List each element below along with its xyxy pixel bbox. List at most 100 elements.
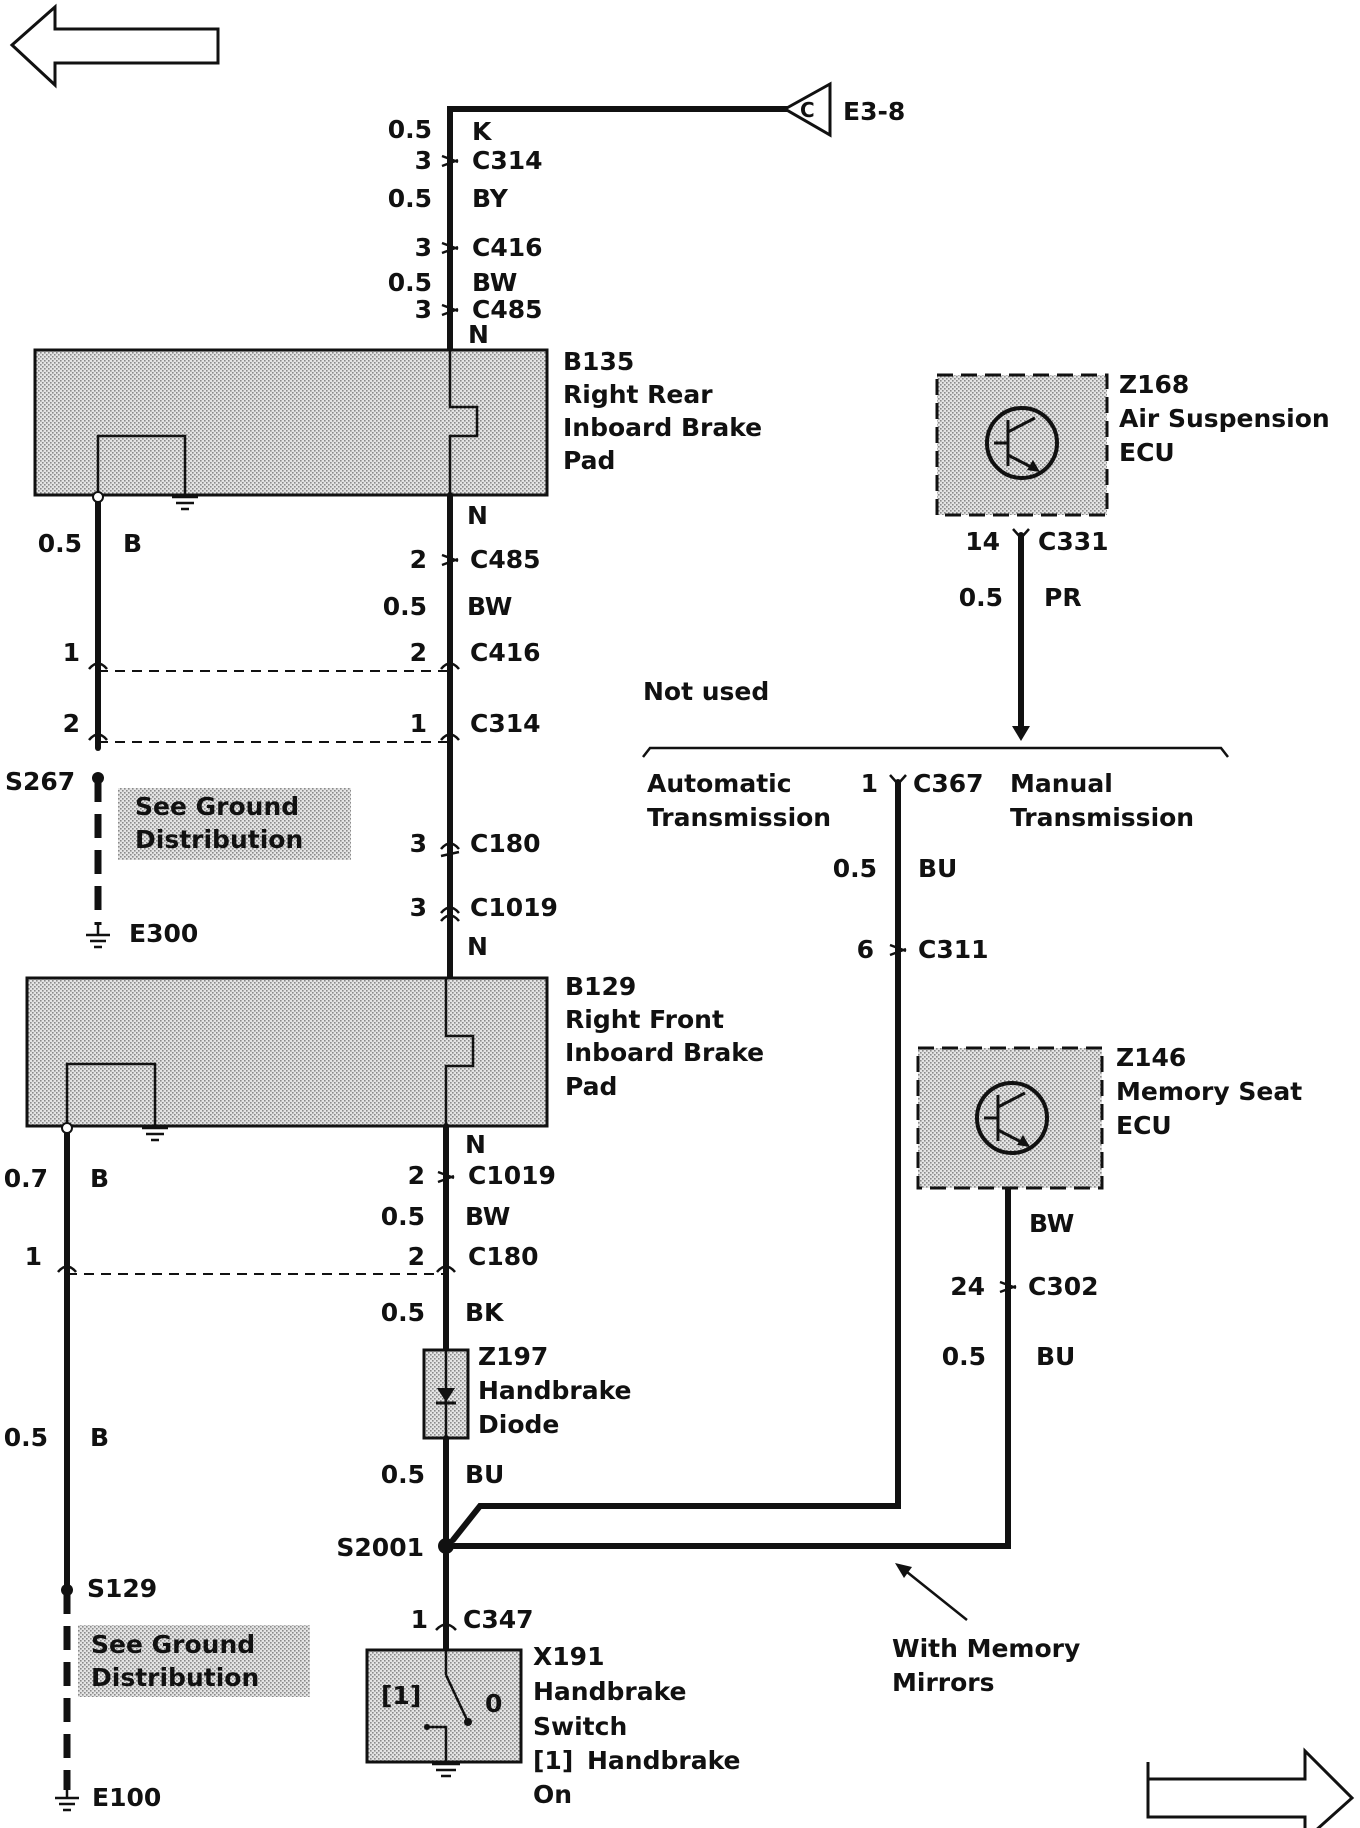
b135-internal-switch <box>448 350 479 495</box>
z168-component-box <box>935 373 1109 517</box>
diode-icon <box>436 1388 456 1405</box>
connector-label: C1019 <box>468 1161 556 1190</box>
pin-number: 6 <box>857 935 874 964</box>
option-bracket <box>642 746 1229 758</box>
connector-marker <box>441 303 459 317</box>
connector-label: C1019 <box>470 893 558 922</box>
b129-internal-switch <box>444 978 475 1126</box>
pin-number: 3 <box>415 295 432 324</box>
pin-number: 14 <box>965 527 1000 556</box>
pin-number: 1 <box>25 1242 42 1271</box>
manual-trans-line2: Transmission <box>1010 803 1194 832</box>
pin-number: 2 <box>408 1242 425 1271</box>
splice-dot <box>61 1584 73 1596</box>
connector-marker <box>440 662 460 670</box>
transmission-wire <box>450 779 901 1543</box>
z146-name-line2: ECU <box>1116 1111 1172 1140</box>
wire-size: 0.5 <box>4 1423 48 1452</box>
pin-number: 1 <box>410 709 427 738</box>
z168-id: Z168 <box>1119 370 1189 399</box>
ground-symbol-icon <box>86 925 110 949</box>
splice-dot <box>92 772 104 784</box>
connector-label: C302 <box>1028 1272 1099 1301</box>
x191-legend-text: Handbrake <box>587 1746 741 1775</box>
feed-wire <box>447 106 793 353</box>
wire-color: BK <box>465 1298 505 1327</box>
manual-trans-line1: Manual <box>1010 769 1113 798</box>
wire-size: 0.5 <box>388 268 432 297</box>
z146-name-line1: Memory Seat <box>1116 1077 1302 1106</box>
b135-name-line1: Right Rear <box>563 380 713 409</box>
wire-color: B <box>123 529 142 558</box>
b129-internal-ground <box>65 1062 157 1126</box>
connector-label: C314 <box>472 146 543 175</box>
wire-size: 0.5 <box>381 1460 425 1489</box>
wire-color: N <box>467 501 488 530</box>
connector-label: C347 <box>463 1605 534 1634</box>
splice-s2001 <box>438 1538 454 1554</box>
wire-size: 0.5 <box>959 583 1003 612</box>
ground-symbol-icon <box>432 1760 460 1778</box>
z197-id: Z197 <box>478 1342 548 1371</box>
pin-number: 3 <box>410 893 427 922</box>
right-arrow-icon[interactable] <box>1146 1747 1355 1828</box>
b129-component-box <box>25 976 549 1128</box>
note-line1: See Ground <box>91 1630 255 1659</box>
left-arrow-icon[interactable] <box>9 3 220 89</box>
x191-name-line2: Switch <box>533 1712 627 1741</box>
connector-marker <box>88 662 108 670</box>
connector-label: C485 <box>472 295 543 324</box>
pin-number: 1 <box>63 638 80 667</box>
memory-seat-wire <box>451 1182 1011 1549</box>
wire-color: B <box>90 1164 109 1193</box>
x191-name-line1: Handbrake <box>533 1677 687 1706</box>
pin-number: 3 <box>415 233 432 262</box>
connector-marker <box>1012 528 1030 540</box>
splice-label: S129 <box>87 1574 157 1603</box>
b135-id: B135 <box>563 347 634 376</box>
pin-terminal <box>61 1122 73 1134</box>
wire-color: N <box>465 1130 486 1159</box>
b135-name-line2: Inboard Brake <box>563 413 762 442</box>
connector-marker <box>435 1623 457 1631</box>
wire-size: 0.5 <box>381 1298 425 1327</box>
wire-color: B <box>90 1423 109 1452</box>
transistor-icon <box>975 1081 1049 1155</box>
connector-marker <box>440 906 460 922</box>
not-used-label: Not used <box>643 677 769 706</box>
arrow-head <box>895 1563 912 1578</box>
b135-component-box <box>33 348 549 497</box>
b129-name-line1: Right Front <box>565 1005 724 1034</box>
x191-component-box <box>365 1648 523 1764</box>
z168-name-line1: Air Suspension <box>1119 404 1330 433</box>
x191-legend-line2: On <box>533 1780 572 1809</box>
pin-number: 2 <box>63 709 80 738</box>
connector-label: C331 <box>1038 527 1109 556</box>
wire-size: 0.5 <box>383 592 427 621</box>
memory-note-line1: With Memory <box>892 1634 1080 1663</box>
splice-label: S267 <box>5 767 75 796</box>
z146-component-box <box>916 1046 1104 1190</box>
b129-id: B129 <box>565 972 636 1001</box>
connector-marker <box>57 1265 77 1273</box>
ground-symbol-icon <box>142 1126 168 1142</box>
pin-number: 24 <box>950 1272 985 1301</box>
transistor-icon <box>985 406 1059 480</box>
connector-label: C416 <box>472 233 543 262</box>
b129-name-line3: Pad <box>565 1072 617 1101</box>
wire-color: BU <box>918 854 957 883</box>
wire-color: BW <box>1029 1209 1074 1238</box>
wire-size: 0.5 <box>388 184 432 213</box>
pin-number: 3 <box>410 829 427 858</box>
wire-color: BY <box>472 184 509 213</box>
connector-marker <box>441 553 459 567</box>
connector-label: C180 <box>468 1242 539 1271</box>
connector-marker <box>999 1280 1017 1294</box>
wire-color: BW <box>472 268 517 297</box>
ground-symbol-icon <box>172 495 198 511</box>
z146-id: Z146 <box>1116 1043 1186 1072</box>
source-ref: E3-8 <box>843 97 905 126</box>
x191-legend-key: [1] <box>533 1746 573 1775</box>
wire-color: N <box>467 932 488 961</box>
